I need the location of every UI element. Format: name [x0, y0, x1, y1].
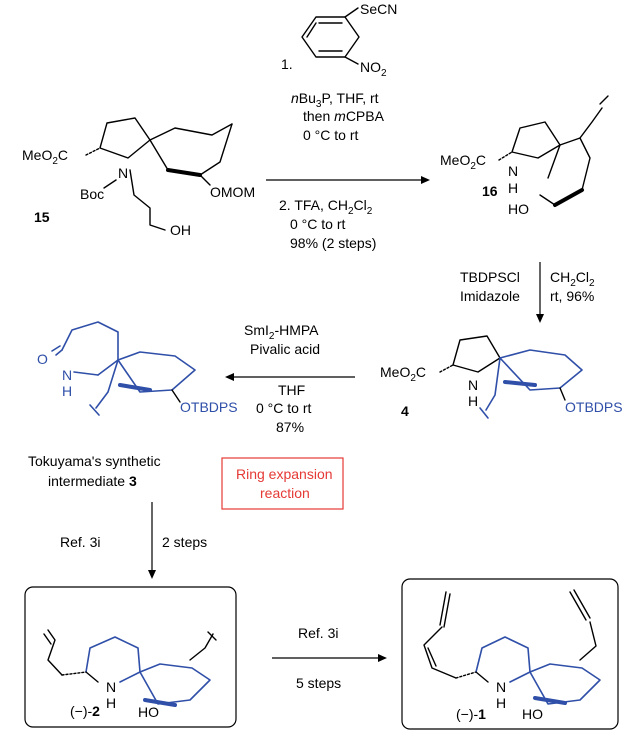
reagent-thf: THF	[278, 382, 305, 398]
ring-expansion-box: Ring expansion reaction	[221, 457, 344, 510]
reagent-top: SeCN NO2 1. nBu3P, THF, rt then mCPBA 0 …	[279, 1, 397, 251]
nitrophenyl-selenocyanate: SeCN NO2	[301, 1, 397, 79]
two-steps: 2 steps	[162, 534, 207, 550]
reagent-pivalic: Pivalic acid	[250, 341, 320, 357]
c4-label: 4	[401, 403, 409, 419]
arrow-15-to-16	[266, 176, 430, 184]
c15-oh: OH	[170, 222, 191, 238]
c16-label: 16	[482, 183, 498, 199]
c4-otbdps: OTBDPS	[565, 399, 623, 415]
c15-label: 15	[34, 209, 50, 225]
c2-ho: HO	[138, 704, 159, 720]
c16-h: H	[508, 180, 518, 196]
c2-h: H	[106, 695, 116, 711]
reagent-ch2cl2: CH2Cl2	[550, 269, 595, 289]
reagent-rt96: rt, 96%	[550, 288, 594, 304]
compound-2: N H HO (−)-2	[24, 586, 237, 728]
c3-h: H	[62, 383, 72, 399]
secn-text: SeCN	[360, 1, 397, 17]
c16-ho: HO	[508, 201, 529, 217]
five-steps: 5 steps	[296, 675, 341, 691]
c3-o: O	[37, 351, 48, 367]
compound-16: MeO2C N H HO 16	[440, 95, 609, 217]
c3-n: N	[62, 367, 72, 383]
c16-meo2c: MeO2C	[440, 152, 486, 172]
reagent-line-nbu3p: nBu3P, THF, rt	[291, 90, 379, 110]
reagent-temp3: 0 °C to rt	[256, 400, 312, 416]
c2-label: (−)-2	[70, 703, 100, 719]
c1-ho: HO	[522, 706, 543, 722]
compound-4: MeO2C N H OTBDPS 4	[380, 335, 623, 419]
reagent-right: TBDPSCl Imidazole CH2Cl2 rt, 96%	[460, 269, 595, 304]
c4-n: N	[468, 377, 478, 393]
reagent-middle: SmI2-HMPA Pivalic acid THF 0 °C to rt 87…	[244, 322, 320, 435]
reagent-line-yield1: 98% (2 steps)	[290, 235, 376, 251]
c16-n: N	[508, 163, 518, 179]
reagent-line-tfa: 2. TFA, CH2Cl2	[279, 197, 373, 217]
c3-caption2: intermediate 3	[48, 473, 137, 489]
ring-expansion-line1: Ring expansion	[236, 466, 333, 482]
arrow-16-to-4	[536, 262, 544, 323]
reagent-imidazole: Imidazole	[460, 288, 520, 304]
compound-3: O N H OTBDPS Tokuyama's synthetic interm…	[28, 321, 238, 489]
ref3i-bottom: Ref. 3i	[298, 625, 338, 641]
arrow-3-to-2: Ref. 3i 2 steps	[60, 502, 207, 579]
c1-n: N	[496, 679, 506, 695]
compound-1: N H HO (−)-1	[401, 578, 619, 730]
ref3i-down: Ref. 3i	[60, 534, 100, 550]
no2-text: NO2	[360, 59, 387, 79]
reagent-line-temp2: 0 °C to rt	[290, 216, 346, 232]
c4-meo2c: MeO2C	[380, 364, 426, 384]
compound-15: MeO2C N Boc OMOM OH 15	[22, 117, 255, 238]
reagent-87: 87%	[276, 419, 304, 435]
arrow-4-to-3	[225, 373, 355, 381]
reagent-line-mcpba: then mCPBA	[303, 108, 385, 124]
c1-label: (−)-1	[456, 706, 486, 722]
ring-expansion-line2: reaction	[260, 485, 310, 501]
c15-meo2c: MeO2C	[22, 147, 68, 167]
c15-hash-bond	[85, 147, 101, 156]
c15-n: N	[118, 165, 128, 181]
c1-h: H	[496, 695, 506, 711]
step1-label: 1.	[281, 56, 293, 72]
c3-otbdps: OTBDPS	[180, 399, 238, 415]
arrow-2-to-1: Ref. 3i 5 steps	[272, 625, 387, 691]
c3-caption1: Tokuyama's synthetic	[28, 453, 161, 469]
c15-omom: OMOM	[210, 184, 255, 200]
reagent-smi2: SmI2-HMPA	[244, 322, 319, 342]
c15-boc: Boc	[80, 186, 104, 202]
reagent-tbdpscl: TBDPSCl	[460, 269, 520, 285]
reagent-line-temp1: 0 °C to rt	[303, 127, 359, 143]
c2-n: N	[106, 679, 116, 695]
c4-h: H	[468, 393, 478, 409]
